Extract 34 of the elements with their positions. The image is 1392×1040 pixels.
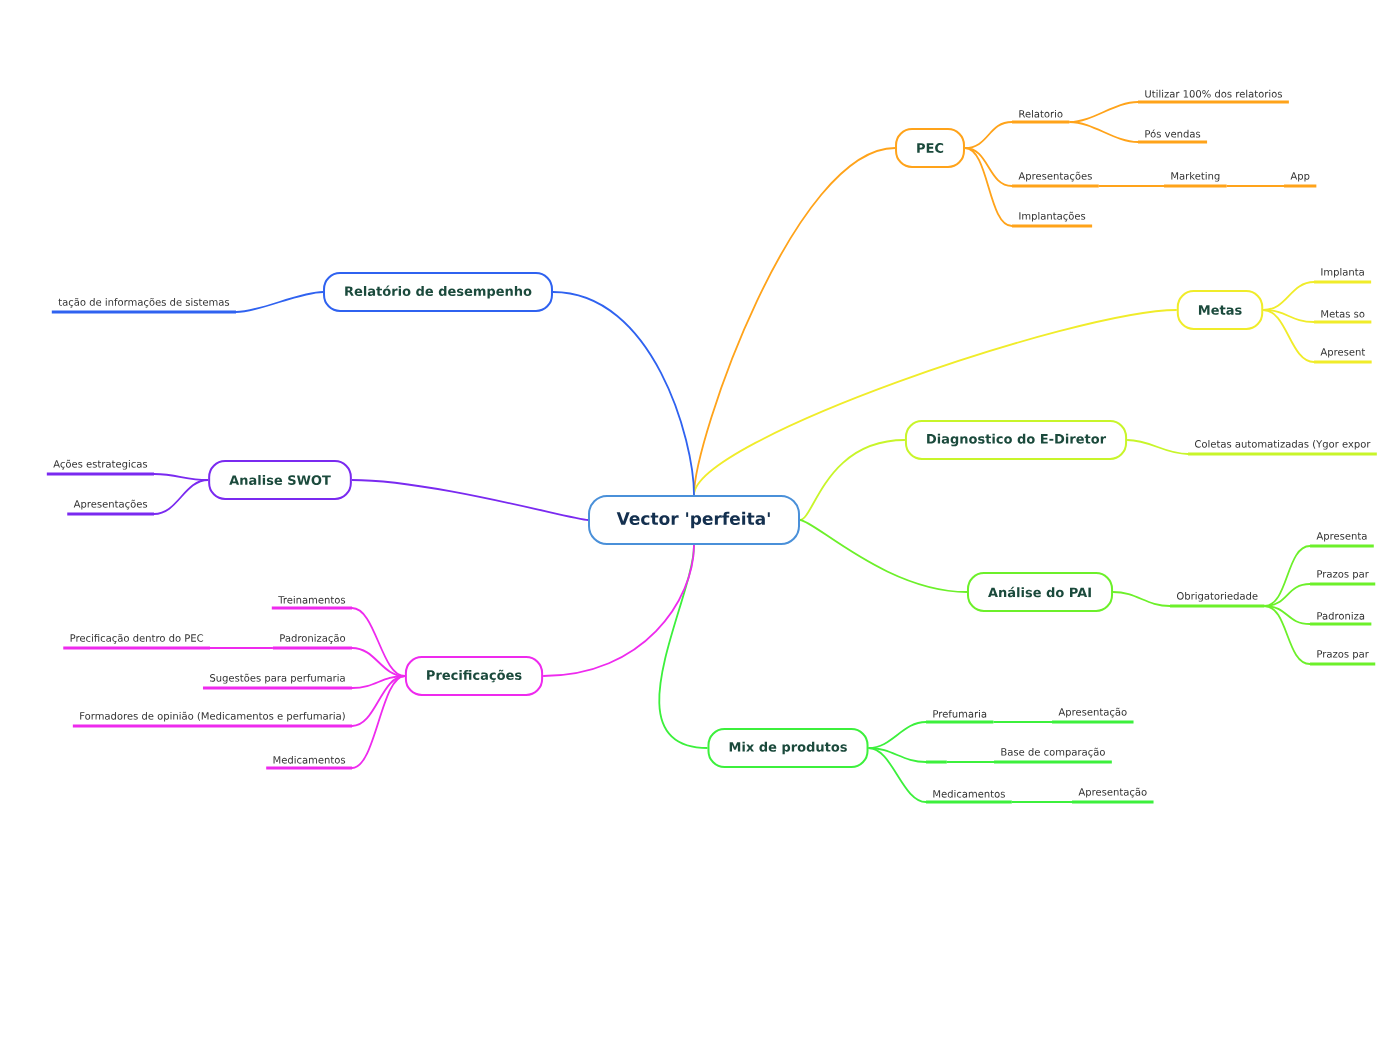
branch-line [867,747,927,763]
branch-line [964,121,1013,149]
branch-line [1068,121,1139,143]
branch-line [153,479,210,515]
branch-line [1126,439,1189,455]
branch-line [964,147,1013,187]
branch-line [1262,309,1315,363]
branch-line [1097,185,1165,187]
branch-line [1225,185,1285,187]
branch-line [1010,801,1073,803]
branch-line [1263,605,1311,665]
branch-line [945,761,995,763]
branch-line [992,721,1053,723]
branch-line [350,479,589,521]
branch-line [693,309,1178,496]
branch-line [799,439,906,521]
branch-line [153,473,210,481]
branch-line [235,291,324,313]
branch-line [351,675,406,769]
branch-line [351,675,406,689]
branch-line [542,544,695,677]
branch-line [1262,309,1315,323]
branch-line [209,647,274,649]
branch-line [1263,545,1311,607]
underline-bar [926,760,947,764]
branch-line [867,747,927,803]
central-topic-box: Vector 'perfeita' [588,495,800,545]
branch-line [351,607,406,677]
branch-line [1112,591,1171,607]
branch-line [1263,605,1311,625]
branch-line [799,519,968,593]
branch-line [351,675,406,727]
branch-line [964,147,1013,227]
branch-line [552,291,695,496]
